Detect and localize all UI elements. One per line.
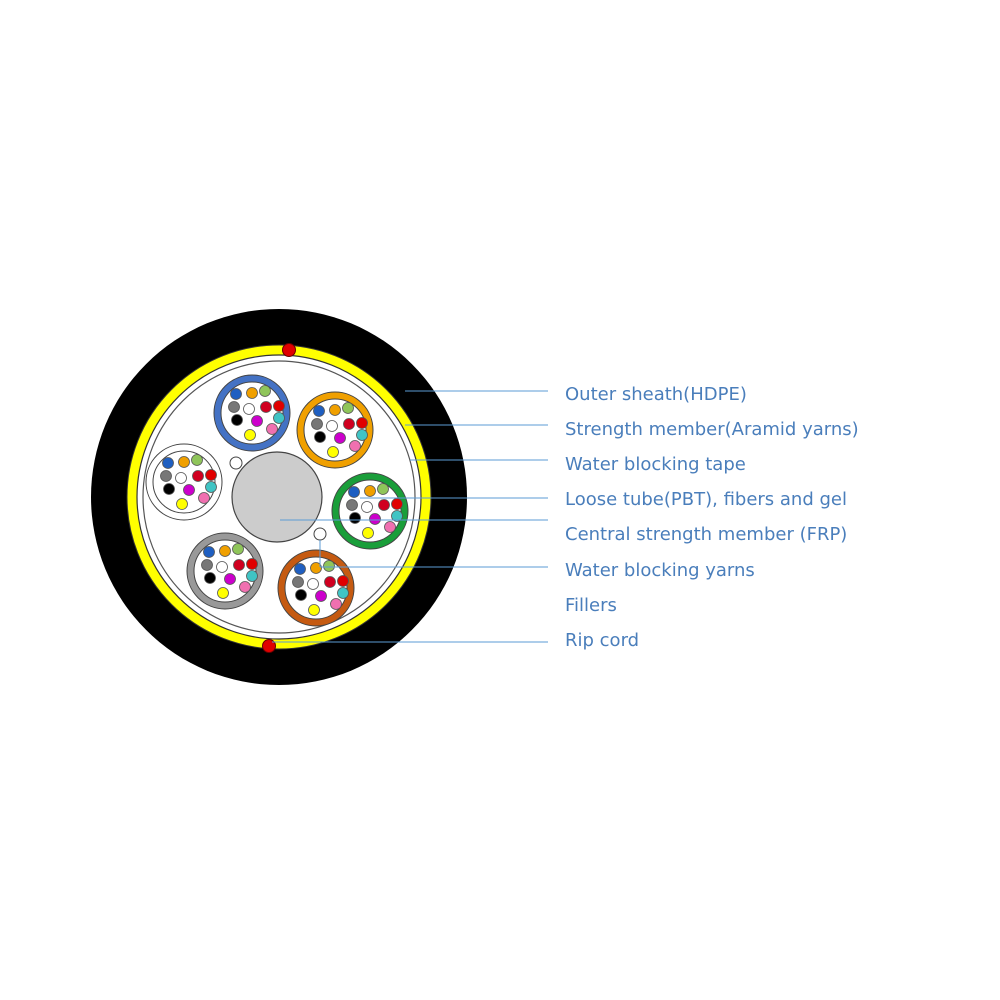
fiber [160,470,172,482]
loose-tube [296,391,374,469]
fiber [244,429,256,441]
fiber [391,498,403,510]
loose-tube [145,443,223,521]
fiber [232,543,244,555]
leader-lines [272,390,548,643]
callout-label: Water blocking yarns [565,560,755,581]
fiber [348,486,360,498]
fiber [334,432,346,444]
fiber [204,572,216,584]
filler [313,527,327,541]
cable-cross-section [91,309,467,685]
fiber [323,560,335,572]
fiber [391,510,403,522]
fiber [369,513,381,525]
fiber [183,484,195,496]
callout-label: Loose tube(PBT), fibers and gel [565,489,847,510]
fiber [377,483,389,495]
fiber [243,403,255,415]
fiber [198,492,210,504]
fiber [349,440,361,452]
fiber [266,423,278,435]
loose-tube [186,532,264,610]
fiber [233,559,245,571]
fiber [239,581,251,593]
fiber [346,499,358,511]
fiber [273,412,285,424]
fiber [224,573,236,585]
callout-label: Central strength member (FRP) [565,524,847,545]
fiber [313,405,325,417]
fiber [356,429,368,441]
callout-label: Outer sheath(HDPE) [565,384,747,405]
fiber [246,558,258,570]
fiber [251,415,263,427]
fiber [176,498,188,510]
fiber [216,561,228,573]
callout-label: Strength member(Aramid yarns) [565,419,859,440]
fiber [326,420,338,432]
fiber [292,576,304,588]
fiber [192,470,204,482]
fiber [356,417,368,429]
fiber [349,512,361,524]
fiber [361,501,373,513]
fiber [384,521,396,533]
fiber [273,400,285,412]
fiber [259,385,271,397]
fiber [219,545,231,557]
fiber [191,454,203,466]
fiber [295,589,307,601]
fiber [294,563,306,575]
fiber [260,401,272,413]
fiber [314,431,326,443]
fiber [337,587,349,599]
loose-tube [277,549,355,627]
fiber [311,418,323,430]
central-strength-member [231,451,323,543]
fiber [324,576,336,588]
fiber [337,575,349,587]
fiber [246,570,258,582]
fiber [364,485,376,497]
fiber [327,446,339,458]
fiber [203,546,215,558]
filler [229,456,243,470]
rip-cord [282,343,296,357]
fiber [217,587,229,599]
fiber [231,414,243,426]
fiber [230,388,242,400]
fiber [162,457,174,469]
fiber [378,499,390,511]
fiber [362,527,374,539]
fiber [175,472,187,484]
fiber [201,559,213,571]
callout-label: Fillers [565,595,617,616]
fiber [205,469,217,481]
fiber [329,404,341,416]
rip-cord [262,639,276,653]
fiber [343,418,355,430]
callout-label: Rip cord [565,630,639,651]
loose-tube [213,374,291,452]
fiber [228,401,240,413]
fiber [330,598,342,610]
fiber [315,590,327,602]
fiber [178,456,190,468]
fiber [307,578,319,590]
fiber [310,562,322,574]
fiber [205,481,217,493]
fiber [246,387,258,399]
callout-labels: Outer sheath(HDPE) Strength member(Aramid… [565,384,859,651]
callout-label: Water blocking tape [565,454,746,475]
fiber [308,604,320,616]
fiber [163,483,175,495]
fiber [342,402,354,414]
loose-tube [331,472,409,550]
